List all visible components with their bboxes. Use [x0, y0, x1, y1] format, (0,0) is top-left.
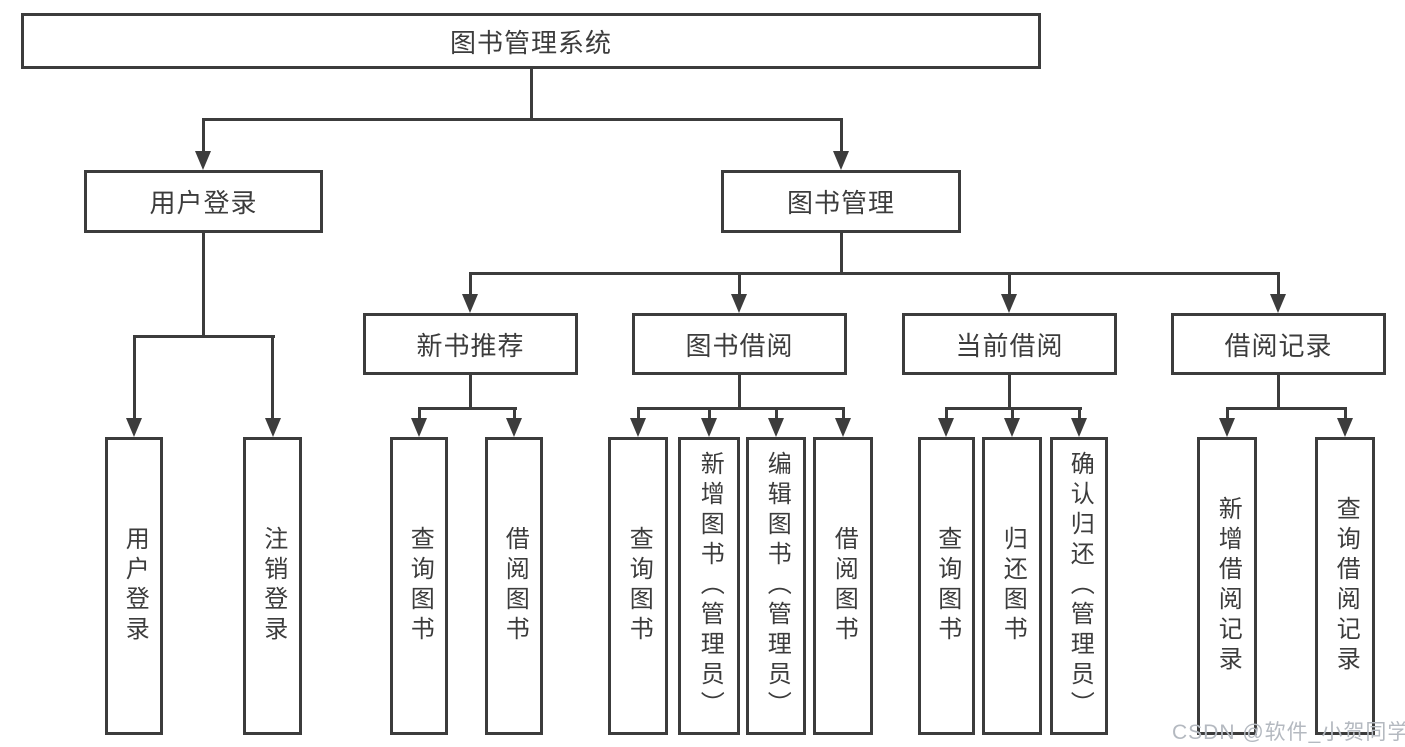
arrow-down-icon: [731, 294, 747, 313]
node-leaf-add-books-admin: 新增图书（管理员）: [678, 437, 740, 735]
node-label: 查询图书: [933, 526, 961, 646]
connector-line: [512, 410, 516, 422]
node-leaf-query-books-recommend: 查询图书: [390, 437, 448, 735]
node-book-borrowing: 图书借阅: [632, 313, 847, 375]
connector-line: [737, 275, 741, 298]
node-label: 图书借阅: [685, 330, 794, 361]
arrow-down-icon: [462, 294, 478, 313]
node-current-borrowing: 当前借阅: [902, 313, 1117, 375]
connector-line: [201, 118, 843, 121]
arrow-down-icon: [701, 418, 717, 437]
arrow-down-icon: [1001, 294, 1017, 313]
connector-line: [132, 335, 275, 338]
connector-line: [1276, 375, 1280, 410]
connector-line: [944, 410, 948, 422]
connector-line: [468, 375, 472, 410]
node-library-system: 图书管理系统: [21, 13, 1041, 69]
connector-line: [417, 407, 517, 410]
connector-line: [707, 410, 711, 422]
arrow-down-icon: [1004, 418, 1020, 437]
node-leaf-borrow-books-recommend: 借阅图书: [485, 437, 543, 735]
connector-line: [1225, 407, 1347, 410]
connector-line: [839, 233, 843, 275]
connector-line: [1077, 410, 1081, 422]
node-leaf-edit-books-admin: 编辑图书（管理员）: [746, 437, 806, 735]
node-label: 借阅记录: [1224, 330, 1333, 361]
node-label: 查询图书: [625, 526, 653, 646]
arrow-down-icon: [411, 418, 427, 437]
connector-line: [201, 118, 205, 156]
connector-line: [468, 275, 472, 298]
arrow-down-icon: [1219, 418, 1235, 437]
node-leaf-return-books: 归还图书: [982, 437, 1042, 735]
connector-line: [636, 410, 640, 422]
node-label: 查询图书: [406, 526, 434, 646]
connector-line: [1010, 410, 1014, 422]
arrow-down-icon: [630, 418, 646, 437]
arrow-down-icon: [833, 151, 849, 170]
connector-line: [841, 410, 845, 422]
connector-line: [636, 407, 845, 410]
node-label: 借阅图书: [501, 526, 529, 646]
connector-line: [1343, 410, 1347, 422]
node-label: 注销登录: [259, 526, 287, 646]
connector-line: [839, 118, 843, 156]
node-leaf-add-borrow-record: 新增借阅记录: [1197, 437, 1257, 735]
node-label: 用户登录: [149, 188, 258, 218]
node-leaf-confirm-return-admin: 确认归还（管理员）: [1050, 437, 1108, 735]
connector-line: [774, 410, 778, 422]
connector-line: [417, 410, 421, 422]
node-label: 新增图书（管理员）: [696, 451, 724, 721]
connector-line: [201, 233, 205, 338]
arrow-down-icon: [768, 418, 784, 437]
connector-line: [1007, 375, 1011, 410]
node-leaf-query-books-borrowing: 查询图书: [608, 437, 668, 735]
node-leaf-logout: 注销登录: [243, 437, 302, 735]
watermark: CSDN @软件_小贺同学: [1172, 721, 1405, 744]
arrow-down-icon: [1337, 418, 1353, 437]
arrow-down-icon: [195, 151, 211, 170]
connector-line: [1007, 275, 1011, 298]
node-new-book-recommend: 新书推荐: [363, 313, 578, 375]
connector-line: [737, 375, 741, 410]
arrow-down-icon: [1071, 418, 1087, 437]
connector-line: [944, 407, 1082, 410]
node-leaf-query-books-current: 查询图书: [918, 437, 975, 735]
arrow-down-icon: [264, 418, 281, 437]
node-leaf-user-login: 用户登录: [105, 437, 163, 735]
arrow-down-icon: [1270, 294, 1286, 313]
node-label: 新增借阅记录: [1214, 496, 1242, 676]
node-label: 查询借阅记录: [1332, 496, 1360, 676]
arrow-down-icon: [938, 418, 954, 437]
node-user-login: 用户登录: [84, 170, 323, 233]
connector-line: [1276, 275, 1280, 298]
node-label: 用户登录: [121, 526, 149, 646]
node-leaf-borrow-books: 借阅图书: [813, 437, 873, 735]
arrow-down-icon: [126, 418, 142, 437]
connector-line: [271, 338, 274, 422]
node-label: 借阅图书: [830, 526, 858, 646]
node-label: 归还图书: [999, 526, 1027, 646]
node-label: 新书推荐: [416, 330, 525, 361]
arrow-down-icon: [506, 418, 522, 437]
node-leaf-query-borrow-record: 查询借阅记录: [1315, 437, 1375, 735]
node-label: 图书管理系统: [449, 27, 612, 58]
node-label: 当前借阅: [955, 330, 1064, 361]
connector-line: [529, 69, 533, 121]
node-label: 确认归还（管理员）: [1066, 451, 1094, 721]
connector-line: [1225, 410, 1229, 422]
node-book-management: 图书管理: [721, 170, 961, 233]
node-label: 图书管理: [786, 188, 895, 218]
node-borrowing-records: 借阅记录: [1171, 313, 1386, 375]
connector-line: [132, 338, 136, 422]
arrow-down-icon: [835, 418, 851, 437]
connector-line: [468, 272, 1280, 275]
node-label: 编辑图书（管理员）: [763, 451, 791, 721]
